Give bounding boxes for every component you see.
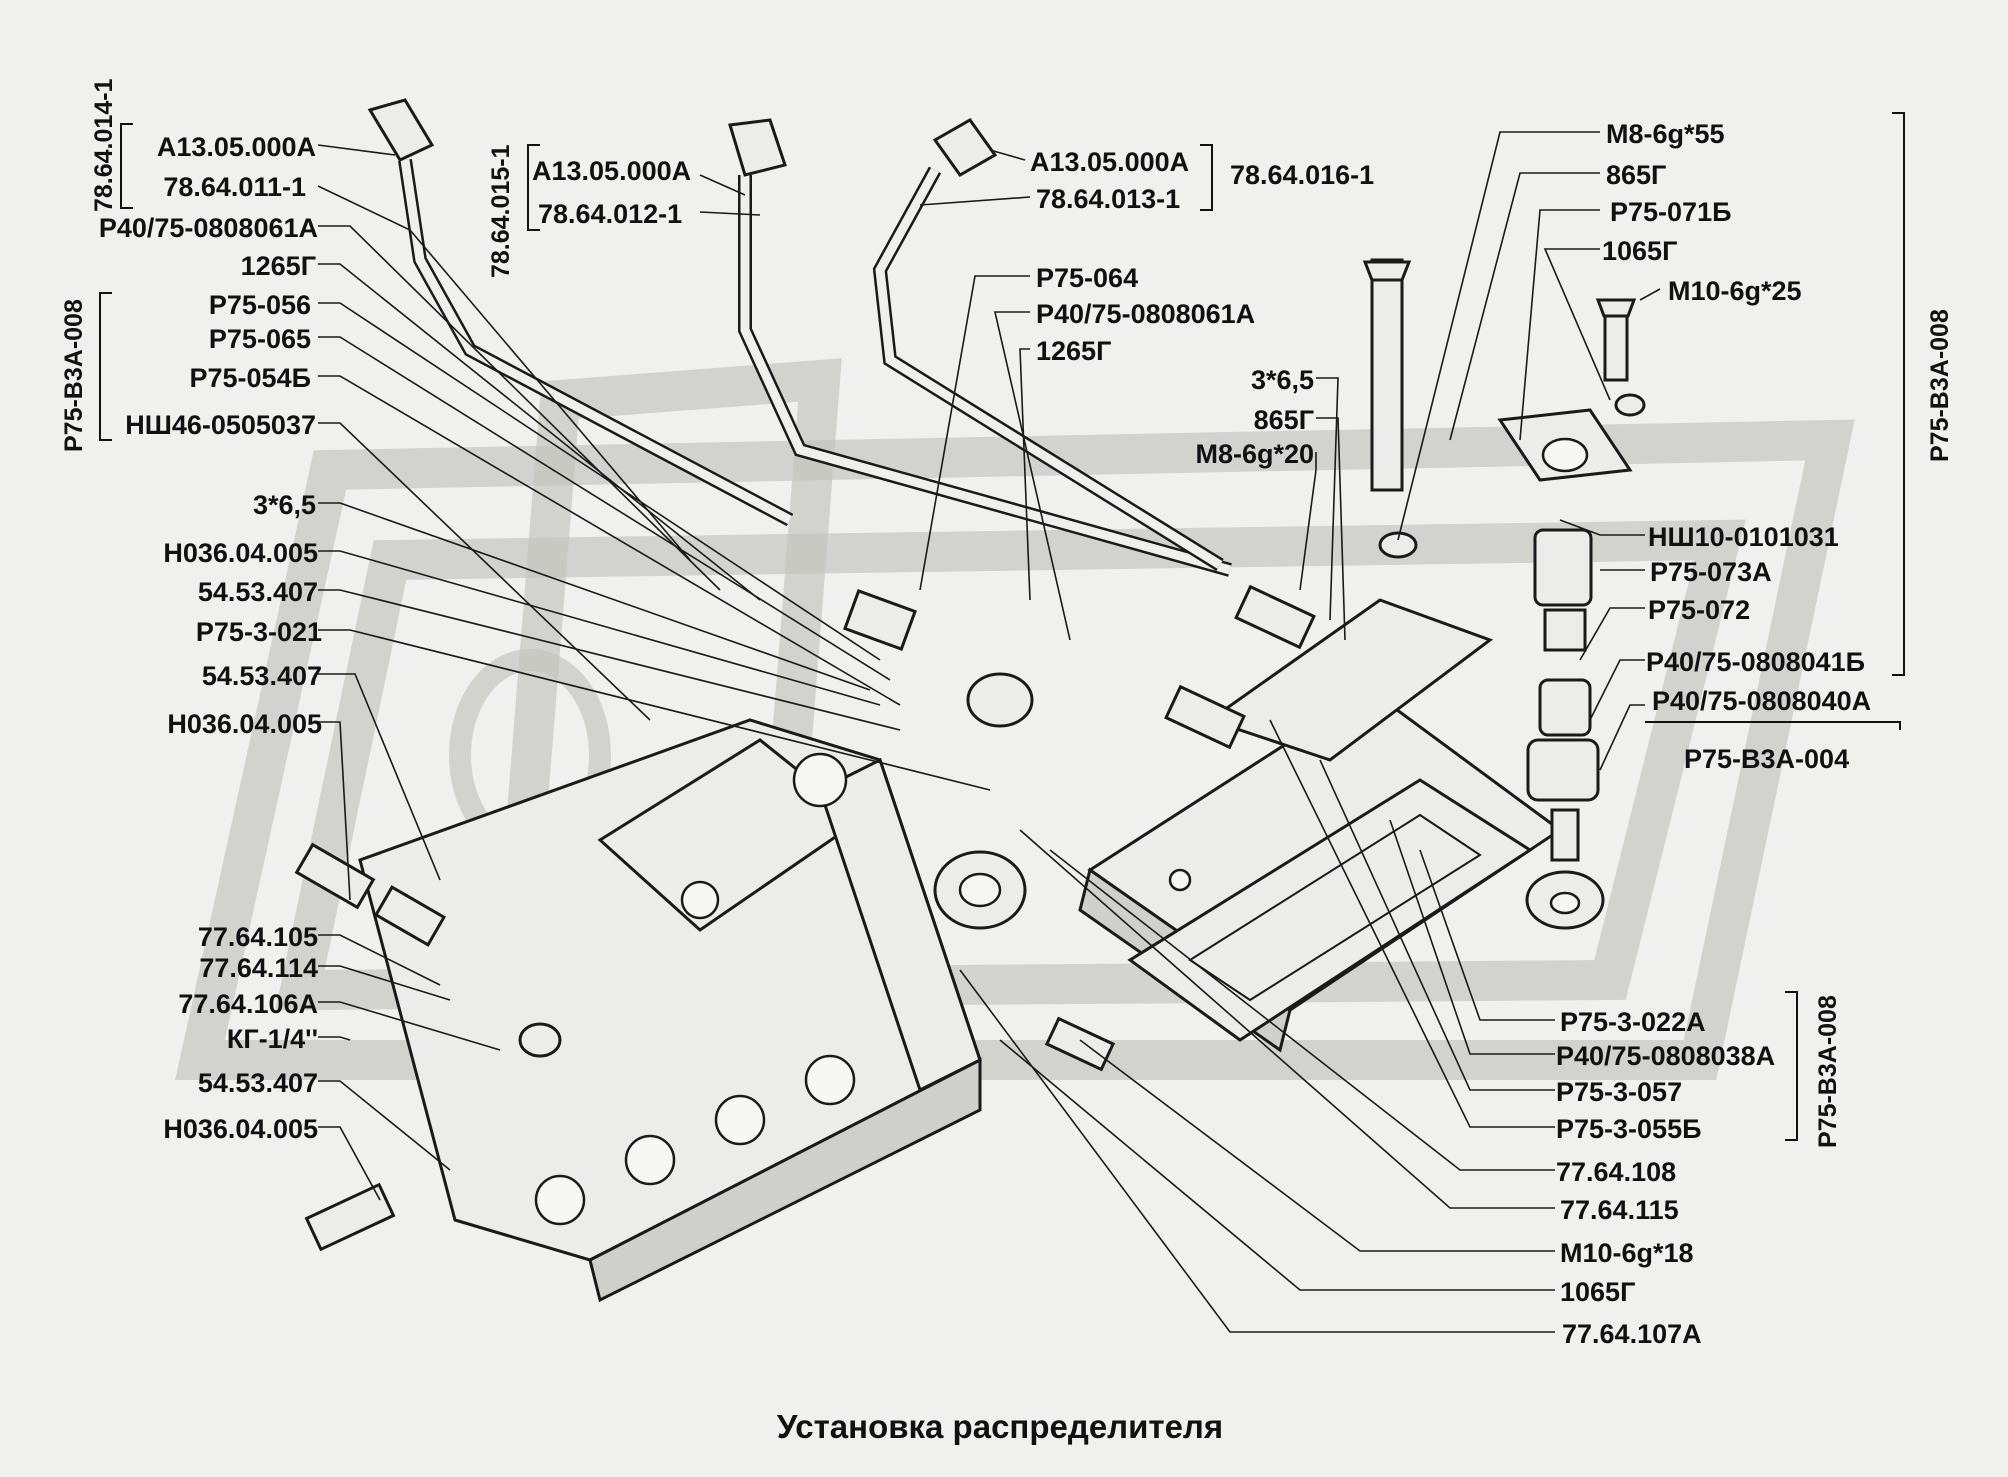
- label-p40-75-0808061a-1: Р40/75-0808061А: [99, 213, 318, 243]
- fittings: [294, 584, 1316, 1252]
- label-p40-75-0808041b: Р40/75-0808041Б: [1646, 647, 1865, 677]
- left-labels: А13.05.000А 78.64.011-1 Р40/75-0808061А …: [99, 132, 322, 1144]
- label-1065g-1: 1065Г: [1602, 236, 1677, 266]
- label-p75-3-022a: Р75-3-022А: [1560, 1007, 1706, 1037]
- diagram-title: Установка распределителя: [777, 1408, 1223, 1445]
- label-77-64-105: 77.64.105: [198, 922, 318, 952]
- label-a13-05-000a-2: А13.05.000А: [532, 156, 691, 186]
- label-p75-065: Р75-065: [209, 324, 311, 354]
- top-labels: А13.05.000А 78.64.012-1 А13.05.000А 78.6…: [532, 147, 1374, 229]
- label-p40-75-0808040a: Р40/75-0808040А: [1652, 686, 1871, 716]
- label-p75-3-021: Р75-3-021: [196, 617, 322, 647]
- label-p75-064: Р75-064: [1036, 263, 1138, 293]
- label-m8-6g-55: М8-6g*55: [1606, 119, 1725, 149]
- label-nsh46-0505037: НШ46-0505037: [125, 410, 316, 440]
- label-n036-04-005-2: Н036.04.005: [167, 709, 322, 739]
- label-n036-04-005-3: Н036.04.005: [163, 1114, 318, 1144]
- label-a13-05-000a-3: А13.05.000А: [1030, 147, 1189, 177]
- label-1265g-2: 1265Г: [1036, 336, 1111, 366]
- label-p40-75-0808061a-2: Р40/75-0808061А: [1036, 299, 1255, 329]
- label-p75-3-055b: Р75-3-055Б: [1556, 1114, 1702, 1144]
- label-78-64-014-1: 78.64.014-1: [90, 78, 118, 212]
- label-77-64-107a: 77.64.107А: [1562, 1319, 1702, 1349]
- label-54-53-407-1: 54.53.407: [198, 577, 318, 607]
- label-77-64-114: 77.64.114: [199, 953, 318, 983]
- spool-stack: [1497, 408, 1633, 930]
- label-n036-04-005-1: Н036.04.005: [163, 538, 318, 568]
- label-p75-b3a-004: Р75-В3А-004: [1684, 744, 1849, 774]
- label-p75-071b: Р75-071Б: [1610, 197, 1732, 227]
- group-brackets: [99, 112, 1905, 1141]
- label-p75-073a: Р75-073А: [1650, 557, 1772, 587]
- vertical-labels: 78.64.014-1 Р75-В3А-008 78.64.015-1 Р75-…: [60, 78, 1954, 1148]
- bolt-column: [1362, 258, 1646, 559]
- label-p75-b3a-008-right: Р75-В3А-008: [1926, 309, 1954, 462]
- label-78-64-012-1: 78.64.012-1: [538, 199, 682, 229]
- label-865g-1: 865Г: [1254, 405, 1314, 435]
- label-p75-072: Р75-072: [1648, 595, 1750, 625]
- label-m10-6g-25: М10-6g*25: [1668, 276, 1802, 306]
- label-nsh10-0101031: НШ10-0101031: [1648, 522, 1839, 552]
- label-m10-6g-18: М10-6g*18: [1560, 1238, 1694, 1268]
- label-77-64-108: 77.64.108: [1556, 1157, 1676, 1187]
- label-77-64-106a: 77.64.106А: [178, 989, 318, 1019]
- bottom-right-labels: Р75-3-022А Р40/75-0808038А Р75-3-057 Р75…: [1556, 1007, 1775, 1349]
- label-p75-056: Р75-056: [209, 290, 311, 320]
- label-p40-75-0808038a: Р40/75-0808038А: [1556, 1041, 1775, 1071]
- control-levers: [367, 98, 1232, 577]
- label-m8-6g-20: М8-6g*20: [1195, 439, 1314, 469]
- label-1265g-1: 1265Г: [241, 251, 316, 281]
- label-54-53-407-3: 54.53.407: [198, 1068, 318, 1098]
- label-p75-3-057: Р75-3-057: [1556, 1077, 1682, 1107]
- label-3x6-5-2: 3*6,5: [1251, 365, 1314, 395]
- label-p75-054b: Р75-054Б: [190, 363, 312, 393]
- label-77-64-115: 77.64.115: [1560, 1195, 1679, 1225]
- label-865g-2: 865Г: [1606, 160, 1666, 190]
- label-78-64-016-1: 78.64.016-1: [1230, 160, 1374, 190]
- label-54-53-407-2: 54.53.407: [202, 661, 322, 691]
- label-1065g-2: 1065Г: [1560, 1277, 1635, 1307]
- label-78-64-011-1: 78.64.011-1: [163, 172, 306, 202]
- label-78-64-015-1: 78.64.015-1: [487, 144, 515, 278]
- label-a13-05-000a-1: А13.05.000А: [157, 132, 316, 162]
- right-labels: М8-6g*55 865Г Р75-071Б 1065Г М10-6g*25 Н…: [1602, 119, 1871, 774]
- gasket-plate: [1127, 778, 1533, 1042]
- label-78-64-013-1: 78.64.013-1: [1036, 184, 1180, 214]
- label-p75-b3a-008-left: Р75-В3А-008: [60, 299, 88, 452]
- label-p75-b3a-008-bottom: Р75-В3А-008: [1814, 995, 1842, 1148]
- label-kg-1-4: КГ-1/4'': [227, 1024, 318, 1054]
- leader-lines: [317, 131, 1661, 1333]
- center-labels: Р75-064 Р40/75-0808061А 1265Г 3*6,5 865Г…: [1036, 263, 1314, 469]
- main-housing: [358, 718, 982, 1303]
- label-3x6-5-1: 3*6,5: [253, 490, 316, 520]
